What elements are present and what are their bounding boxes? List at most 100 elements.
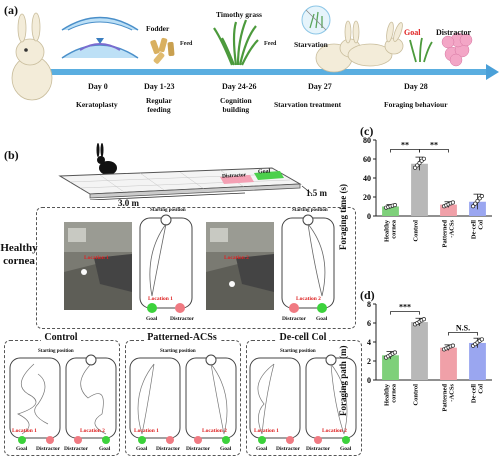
panel-d-letter: (d): [360, 288, 375, 302]
data-point: [479, 337, 484, 342]
x-tick-label: Control: [413, 384, 420, 406]
data-point: [450, 200, 455, 205]
path-trace-control-2: [65, 354, 117, 439]
distractor-label: Distractor: [436, 28, 472, 37]
x-tick-label: cornea: [391, 383, 398, 403]
distractor-label: Distractor: [306, 446, 331, 452]
goal-tag: Goal: [257, 168, 271, 176]
x-tick-label: -ACSs: [449, 220, 456, 238]
panel-a-illustrations: [11, 5, 499, 101]
location-1-label: Location 1: [84, 255, 109, 261]
location-2-label: Location 2: [322, 428, 347, 434]
x-tick-label: Healthy: [384, 383, 391, 406]
control-title: Control: [41, 332, 81, 343]
x-tick-label: Col: [478, 220, 485, 230]
x-tick-label: cornea: [391, 219, 398, 239]
data-point: [421, 317, 426, 322]
starting-position-label: Starting position: [280, 349, 316, 354]
y-tick-label: 6: [367, 319, 371, 328]
x-tick-label: Col: [478, 384, 485, 394]
path-trace-patterned-1: [129, 357, 181, 439]
location-1-label: Location 1: [148, 296, 173, 302]
day-0: Day 0: [88, 82, 108, 91]
goal-label: Goal: [220, 446, 232, 452]
path-trace-patterned-2: [185, 354, 237, 439]
location-2-label: Location 2: [202, 428, 227, 434]
y-tick-label: 60: [363, 155, 371, 164]
panel-a-letter: (a): [4, 3, 18, 17]
panel-c-letter: (c): [360, 124, 374, 138]
distractor-label: Distractor: [282, 316, 307, 322]
path-trace-healthy-2: [281, 214, 335, 313]
starvation-label: Starvation: [294, 40, 328, 49]
distractor-label: Distractor: [170, 316, 195, 322]
starting-position-label: Starting position: [150, 208, 186, 213]
data-point: [475, 198, 480, 204]
data-point: [421, 156, 426, 161]
x-tick-label: Patterned: [442, 220, 449, 248]
distractor-label: Distractor: [64, 446, 89, 452]
bar: [411, 163, 428, 216]
distractor-label: Distractor: [276, 446, 301, 452]
starting-position-label: Starting position: [292, 208, 328, 213]
y-tick-label: 0: [367, 212, 371, 221]
data-point: [471, 204, 476, 209]
path-trace-decell-1: [249, 357, 301, 439]
timothy-label: Timothy grass: [216, 10, 262, 19]
x-tick-label: -ACSs: [449, 384, 456, 402]
x-tick-label: De-cell: [471, 384, 478, 403]
significance-bracket: [390, 311, 420, 315]
bar: [411, 322, 428, 380]
arena-depth: 1.5 m: [306, 188, 327, 198]
rabbit-icon: [11, 12, 53, 101]
step-foraging-behaviour: Foraging behaviour: [384, 100, 448, 109]
day-24-26: Day 24-26: [222, 82, 257, 91]
distractor-label: Distractor: [36, 446, 61, 452]
feed-label: Feed: [180, 41, 193, 47]
video-frame-location-1: [64, 222, 132, 310]
distractor-icon: [441, 32, 473, 67]
goal-label: Goal: [136, 446, 148, 452]
day-1-23: Day 1-23: [144, 82, 175, 91]
rabbit-silhouette-icon: [96, 143, 117, 175]
de-cell-col-title: De-cell Col: [276, 332, 330, 343]
goal-label: Goal: [16, 446, 28, 452]
location-2-label: Location 2: [80, 428, 105, 434]
step-starvation-treatment: Starvation treatment: [274, 100, 342, 109]
day-28: Day 28: [404, 82, 428, 91]
starting-position-label: Starting position: [38, 349, 74, 354]
path-trace-healthy-1: [139, 214, 193, 313]
x-tick-label: Control: [413, 220, 420, 242]
y-tick-label: 8: [367, 300, 371, 309]
y-tick-label: 80: [363, 136, 371, 145]
significance-bracket: [390, 149, 420, 153]
path-trace-decell-2: [305, 354, 357, 439]
cornea-diagram-icon: [61, 16, 139, 59]
goal-grass-icon: [409, 37, 433, 63]
distractor-label: Distractor: [156, 446, 181, 452]
data-point: [392, 203, 397, 208]
location-2-label: Location 2: [296, 296, 321, 302]
x-tick-label: De-cell: [471, 220, 478, 239]
rabbit-icon: [315, 20, 361, 73]
feed-label: Feed: [264, 41, 277, 47]
y-tick-label: 4: [367, 338, 371, 347]
data-point: [450, 343, 455, 348]
y-tick-label: 20: [363, 193, 371, 202]
video-frame-location-2: [206, 222, 274, 310]
arena-diagram: [58, 143, 313, 200]
timeline-arrowhead: [486, 64, 499, 80]
timeline-bar: [20, 69, 490, 75]
bar: [440, 347, 457, 380]
y-tick-label: 2: [367, 357, 371, 366]
location-1-label: Location 1: [134, 428, 159, 434]
fodder-label: Fodder: [146, 24, 170, 33]
goal-label: Goal: [404, 28, 421, 37]
bar: [382, 355, 399, 380]
starvation-bubble-icon: [301, 5, 331, 35]
goal-label: Goal: [340, 446, 352, 452]
rabbit-icon: [347, 21, 404, 67]
